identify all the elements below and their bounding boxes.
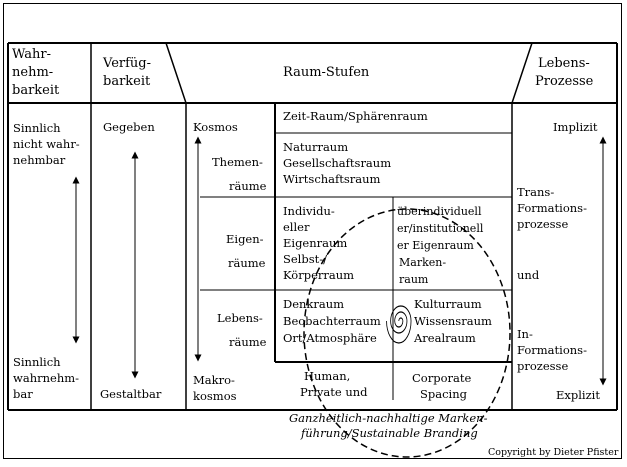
label-eigenraeume: Eigen- räume	[226, 227, 265, 275]
text-line: Ort/Atmosphäre	[283, 331, 377, 345]
verfuegbarkeit-top: Gegeben	[103, 120, 155, 134]
header-lebensprozesse: Lebens- Prozesse	[535, 55, 593, 91]
header-col2-line: barkeit	[103, 74, 151, 89]
text-line: nicht wahr-	[13, 137, 80, 151]
text-line: prozesse	[517, 217, 569, 231]
text-line: prozesse	[517, 359, 569, 373]
header-verfuegbarkeit: Verfüg- barkeit	[103, 55, 151, 91]
text-line: Kulturraum	[414, 297, 482, 311]
text-line: Ganzheitlich-nachhaltige Marken-	[289, 411, 488, 425]
text-line: Makro-	[193, 373, 235, 387]
text-line: Formations-	[517, 201, 587, 215]
text-line: Marken-	[399, 256, 447, 269]
wahrnehmbarkeit-top: Sinnlich nicht wahr- nehmbar	[13, 120, 80, 168]
lebensprozesse-und: und	[517, 268, 540, 282]
text-line: Trans-	[517, 185, 555, 199]
text-line: räume	[229, 335, 267, 349]
cell-lebens-left: Denkraum Beobachterraum Ort/Atmosphäre	[283, 296, 381, 347]
text-line: Individu-	[283, 204, 335, 218]
cell-eigen-right: überindividuell er/institutionell er Eig…	[397, 203, 483, 288]
text-line: Spacing	[420, 387, 467, 401]
text-line: räume	[228, 256, 266, 270]
header-raumstufen: Raum-Stufen	[283, 65, 370, 80]
text-line: Denkraum	[283, 297, 345, 311]
text-line: Formations-	[517, 343, 587, 357]
header-col2-line: Verfüg-	[103, 56, 152, 71]
text-line: eller	[283, 220, 310, 234]
header-slant-right	[511, 42, 533, 104]
text-line: Lebens-	[217, 311, 263, 325]
text-line: Human,	[304, 369, 351, 383]
header-col1-line: nehm-	[12, 65, 54, 80]
cell-eigen-left: Individu- eller Eigenraum Selbst-/ Körpe…	[283, 203, 354, 283]
lebensprozesse-trans: Trans- Formations- prozesse	[517, 184, 587, 232]
lebensprozesse-top: Implizit	[553, 120, 598, 134]
text-line: Naturraum	[283, 140, 349, 154]
label-themenraeume: Themen- räume	[212, 150, 266, 198]
text-line: kosmos	[193, 389, 237, 403]
text-line: Corporate	[412, 371, 472, 385]
text-line: nehmbar	[13, 153, 66, 167]
lebensprozesse-bottom: Explizit	[556, 388, 600, 402]
text-line: wahrnehm-	[13, 371, 80, 385]
branding-dashed-circle	[303, 208, 511, 458]
header-slant-left	[165, 42, 187, 104]
header-col1-line: Wahr-	[12, 47, 51, 62]
text-line: raum	[399, 273, 429, 286]
text-line: Körperraum	[283, 268, 355, 282]
label-kosmos: Kosmos	[193, 120, 238, 134]
text-line: Sinnlich	[13, 121, 61, 135]
text-line: Eigen-	[226, 232, 264, 246]
text-line: Themen-	[212, 155, 263, 169]
text-line: Beobachterraum	[283, 314, 381, 328]
text-line: In-	[517, 327, 533, 341]
label-lebensraeume: Lebens- räume	[217, 306, 266, 354]
verfuegbarkeit-bottom: Gestaltbar	[100, 387, 162, 401]
label-makrokosmos: Makro- kosmos	[193, 372, 237, 404]
text-line: er Eigenraum	[397, 239, 474, 252]
text-line: führung/Sustainable Branding	[301, 426, 478, 440]
text-line: Sinnlich	[13, 355, 61, 369]
text-line: Eigenraum	[283, 236, 348, 250]
spiral-icon	[386, 305, 412, 344]
cell-bottom-left: Human, Private und	[300, 368, 368, 400]
copyright: Copyright by Dieter Pfister	[488, 447, 619, 458]
cell-lebens-right: Kulturraum Wissensraum Arealraum	[414, 296, 492, 347]
header-right-line: Prozesse	[535, 74, 594, 89]
text-line: Wirtschaftsraum	[283, 172, 381, 186]
text-line: räume	[229, 179, 267, 193]
text-line: bar	[13, 387, 33, 401]
header-wahrnehmbarkeit: Wahr- nehm- barkeit	[12, 46, 59, 100]
lebensprozesse-in: In- Formations- prozesse	[517, 326, 587, 374]
cell-bottom-right: Corporate Spacing	[412, 370, 471, 402]
header-right-line: Lebens-	[538, 56, 590, 71]
caption-sustainable-branding: Ganzheitlich-nachhaltige Marken- führung…	[289, 411, 487, 441]
text-line: er/institutionell	[397, 222, 484, 235]
text-line: Selbst-/	[283, 252, 328, 266]
wahrnehmbarkeit-bottom: Sinnlich wahrnehm- bar	[13, 354, 79, 402]
text-line: überindividuell	[397, 205, 482, 218]
cell-themenraeume: Naturraum Gesellschaftsraum Wirtschaftsr…	[283, 139, 391, 187]
text-line: Arealraum	[414, 331, 476, 345]
text-line: Gesellschaftsraum	[283, 156, 392, 170]
text-line: Private und	[300, 385, 368, 399]
text-line: Wissensraum	[414, 314, 492, 328]
outer-frame	[3, 3, 622, 459]
header-col1-line: barkeit	[12, 83, 60, 98]
cell-zeitraum: Zeit-Raum/Sphärenraum	[283, 109, 428, 123]
